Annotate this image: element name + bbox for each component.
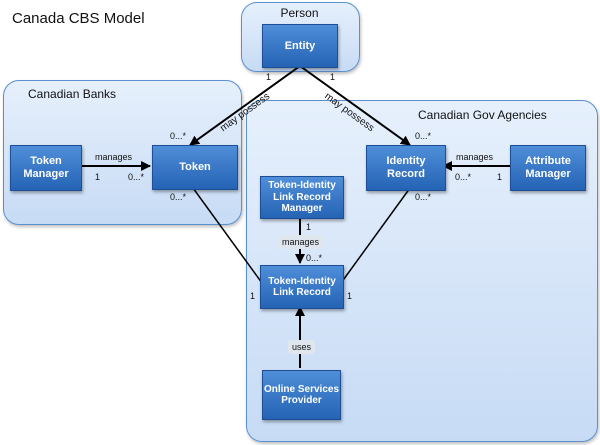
multiplicity-token-left: 0...* bbox=[128, 172, 145, 182]
multiplicity-link-record-left: 1 bbox=[250, 291, 256, 301]
multiplicity-entity-right: 1 bbox=[330, 72, 336, 82]
multiplicity-attribute-manager-left: 1 bbox=[497, 172, 503, 182]
multiplicity-link-record-right: 1 bbox=[347, 291, 353, 301]
link-record-box[interactable]: Token-Identity Link Record bbox=[260, 265, 344, 309]
identity-record-box[interactable]: Identity Record bbox=[366, 145, 446, 191]
multiplicity-token-bottom: 0...* bbox=[170, 192, 187, 202]
multiplicity-identity-bottom: 0...* bbox=[415, 192, 432, 202]
entity-box[interactable]: Entity bbox=[262, 24, 338, 68]
multiplicity-identity-right: 0...* bbox=[455, 172, 472, 182]
multiplicity-identity-top: 0...* bbox=[415, 131, 432, 141]
multiplicity-token-top: 0...* bbox=[170, 131, 187, 141]
person-group-label: Person bbox=[280, 6, 319, 20]
token-manager-box[interactable]: Token Manager bbox=[10, 145, 82, 191]
multiplicity-entity-left: 1 bbox=[266, 72, 272, 82]
canadian-banks-label: Canadian Banks bbox=[28, 87, 117, 101]
diagram-title: Canada CBS Model bbox=[12, 10, 145, 27]
online-services-provider-box[interactable]: Online Services Provider bbox=[262, 370, 341, 420]
multiplicity-link-manager-bottom: 1 bbox=[306, 222, 312, 232]
link-manager-manages-label: manages bbox=[278, 235, 324, 249]
entity-identity-edge bbox=[299, 65, 411, 146]
multiplicity-link-record-top: 0...* bbox=[306, 253, 323, 263]
token-manager-manages-label: manages bbox=[95, 152, 133, 162]
multiplicity-token-manager-right: 1 bbox=[95, 172, 101, 182]
identity-link-edge bbox=[340, 187, 411, 284]
canadian-gov-agencies-label: Canadian Gov Agencies bbox=[418, 108, 547, 122]
link-record-manager-box[interactable]: Token-Identity Link Record Manager bbox=[260, 176, 344, 219]
attribute-manager-box[interactable]: Attribute Manager bbox=[510, 145, 586, 191]
entity-token-edge bbox=[189, 65, 301, 146]
attribute-manager-manages-label: manages bbox=[456, 152, 494, 162]
token-link-edge bbox=[192, 187, 263, 284]
token-box[interactable]: Token bbox=[152, 145, 238, 190]
uses-label: uses bbox=[288, 340, 316, 354]
